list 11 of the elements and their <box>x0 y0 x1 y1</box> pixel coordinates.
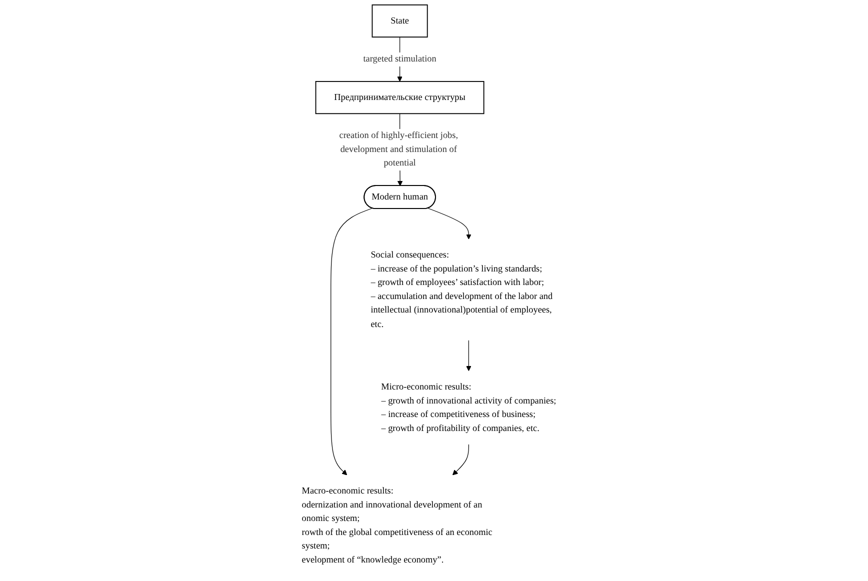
node-text: Social consequences: – increase of the population’s living standards; – growth of employees’ satisfaction with labor; – accumulation and development of the labor and intellectual (innovational)potential of employees, etc. <box>370 250 552 329</box>
edge-label: targeted stimulation <box>363 54 436 64</box>
node-box: State <box>372 4 428 38</box>
arrow <box>466 340 472 372</box>
node-box: Предпринимательские структуры <box>315 81 484 114</box>
arrow <box>452 444 469 476</box>
arrow <box>427 208 472 240</box>
node-text: Macro-economic results: odernization and innovational development of an onomic system; rowth of the global competitiveness of an economic system; evelopment of “knowledge economy”. <box>302 486 492 565</box>
arrow <box>330 208 372 476</box>
node-text: Micro-economic results: – growth of innovational activity of companies; – increase of competitiveness of business; – growth of profitability of companies, etc. <box>380 382 556 434</box>
edge-label: creation of highly-efficient jobs, development and stimulation of potential <box>339 130 458 168</box>
